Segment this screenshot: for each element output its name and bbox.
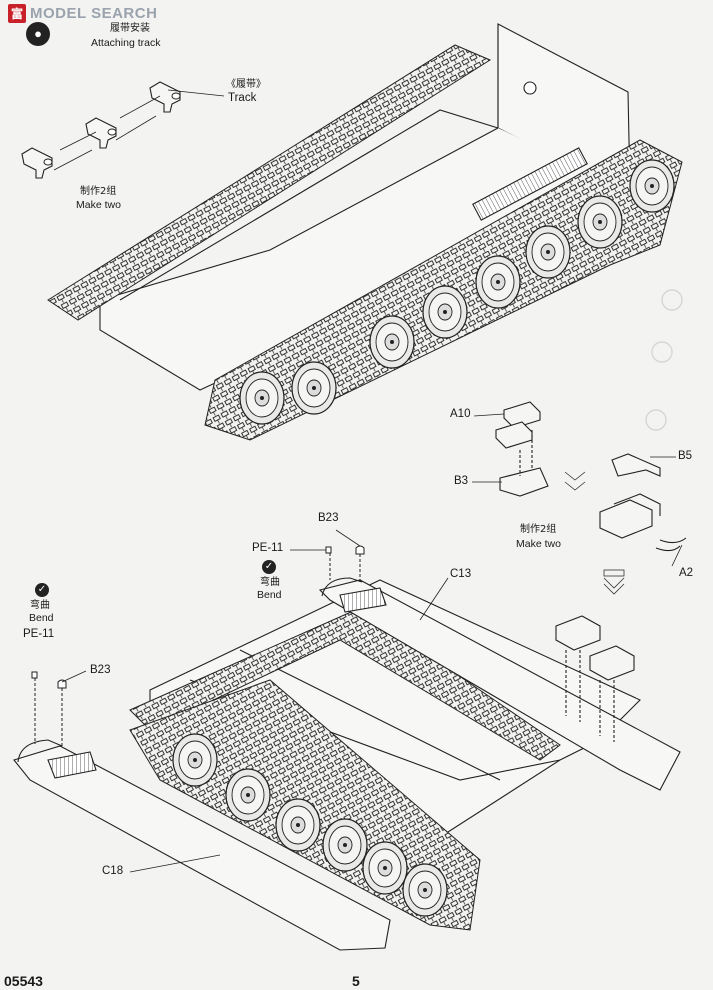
track-links-exploded bbox=[21, 81, 181, 179]
watermark-badge: 富 bbox=[8, 4, 27, 23]
hull-upper bbox=[99, 23, 631, 391]
part-b5: B5 bbox=[678, 450, 693, 462]
fender-c18 bbox=[13, 739, 391, 951]
part-c18: C18 bbox=[102, 865, 124, 877]
footer-page-number: 5 bbox=[352, 973, 360, 989]
bend-lower-en: Bend bbox=[29, 612, 54, 624]
bend-icon: ✓ bbox=[262, 560, 276, 574]
part-pe11-upper: PE-11 bbox=[252, 542, 284, 554]
part-b23-lower: B23 bbox=[90, 664, 111, 676]
track-callout-en: Track bbox=[228, 92, 257, 104]
header-en: Attaching track bbox=[91, 37, 161, 49]
part-a10: A10 bbox=[450, 408, 471, 420]
part-c13: C13 bbox=[450, 568, 472, 580]
arrow-down-icon bbox=[564, 471, 625, 595]
suspension-parts-a10-b3 bbox=[495, 401, 549, 497]
bend-lower-cn: 弯曲 bbox=[30, 600, 50, 611]
part-b23-upper: B23 bbox=[318, 512, 339, 524]
step-icon: ● bbox=[26, 22, 50, 46]
bend-upper-en: Bend bbox=[257, 589, 282, 601]
part-b3: B3 bbox=[454, 475, 469, 487]
track-callout-cn: 《履带》 bbox=[226, 79, 266, 90]
suspension-parts-b5-a2 bbox=[599, 453, 687, 552]
part-a2: A2 bbox=[679, 567, 694, 579]
bend-upper-cn: 弯曲 bbox=[260, 577, 280, 588]
stowage-boxes bbox=[555, 615, 635, 742]
watermark: 富 MODEL SEARCH bbox=[8, 4, 157, 23]
watermark-text: MODEL SEARCH bbox=[30, 5, 158, 22]
header-cn: 履带安装 bbox=[110, 23, 150, 34]
bend-icon-lower: ✓ bbox=[35, 583, 49, 597]
footer-code: 05543 bbox=[4, 973, 43, 989]
make-two-mid-cn: 制作2组 bbox=[520, 524, 557, 535]
part-pe11-lower: PE-11 bbox=[23, 628, 55, 640]
make-two-top-cn: 制作2组 bbox=[80, 186, 117, 197]
make-two-top-en: Make two bbox=[76, 199, 121, 211]
make-two-mid-en: Make two bbox=[516, 538, 561, 550]
